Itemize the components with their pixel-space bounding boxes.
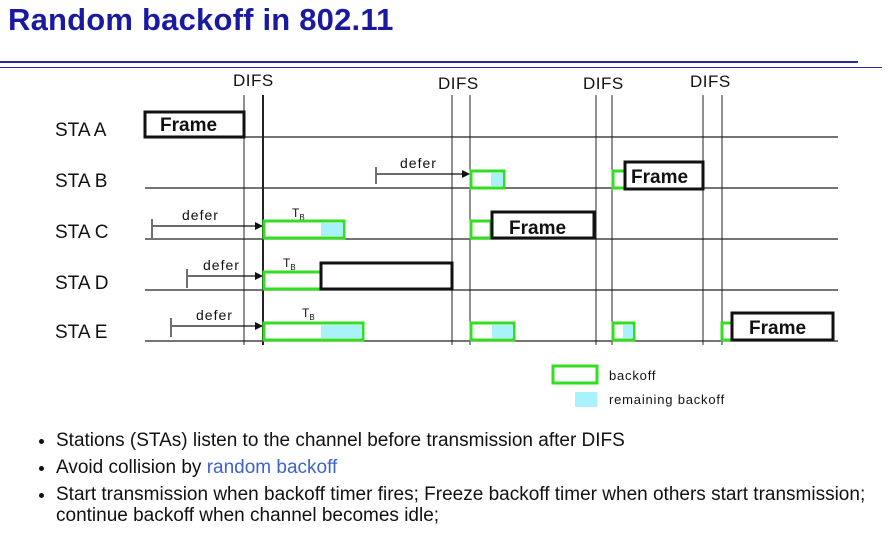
- difs-label-1: DIFS: [233, 71, 274, 90]
- legend-backoff-swatch: [551, 364, 599, 385]
- sta-b-remaining-1: [491, 173, 503, 186]
- sta-c-frame-label: Frame: [509, 218, 566, 239]
- station-label-a: STA A: [55, 120, 107, 141]
- legend-remaining-swatch: [575, 392, 597, 407]
- random-backoff-link[interactable]: random backoff: [206, 457, 338, 478]
- bullet-2-text: Avoid collision by: [56, 457, 207, 478]
- title-rule-thick: [0, 61, 858, 63]
- sta-e-frame-label: Frame: [749, 318, 806, 339]
- sta-b-frame-label: Frame: [631, 167, 688, 188]
- sta-d-backoff: [262, 270, 323, 291]
- bullet-list: Stations (STAs) listen to the channel be…: [38, 430, 891, 532]
- title-rule-thin: [0, 67, 882, 68]
- sta-e-remaining-2: [492, 325, 513, 338]
- bullet-2: Avoid collision by random backoff: [56, 457, 891, 478]
- sta-e-tb-label: TB: [302, 306, 315, 322]
- sta-d-tb-label: TB: [283, 256, 296, 272]
- sta-c-backoff-2: [469, 219, 493, 240]
- sta-c-frame: [490, 210, 596, 240]
- sta-e-defer-label: defer: [196, 307, 233, 323]
- station-label-b: STA B: [55, 171, 107, 192]
- station-label-c: STA C: [55, 222, 109, 243]
- sta-b-backoff-2: [611, 169, 627, 190]
- legend-remaining-label: remaining backoff: [609, 392, 725, 407]
- sta-b-frame: [623, 160, 705, 191]
- station-label-d: STA D: [55, 273, 109, 294]
- legend-backoff-label: backoff: [609, 368, 656, 383]
- station-label-e: STA E: [55, 322, 107, 343]
- sta-a-frame: [143, 110, 246, 139]
- bullet-1: Stations (STAs) listen to the channel be…: [56, 430, 891, 451]
- difs-label-4: DIFS: [690, 72, 731, 91]
- difs-label-2: DIFS: [438, 74, 479, 93]
- sta-b-defer-label: defer: [400, 155, 437, 171]
- bullet-3: Start transmission when backoff timer fi…: [56, 484, 891, 526]
- sta-c-tb-label: TB: [292, 206, 305, 222]
- sta-e-remaining-3: [623, 325, 633, 338]
- sta-d-frame-collision: [319, 261, 454, 291]
- slide-title: Random backoff in 802.11: [8, 2, 394, 37]
- sta-c-defer-label: defer: [182, 207, 219, 223]
- sta-a-frame-label: Frame: [160, 115, 217, 136]
- difs-label-3: DIFS: [583, 74, 624, 93]
- sta-e-remaining-1: [321, 325, 362, 338]
- sta-d-defer-label: defer: [203, 257, 240, 273]
- sta-e-frame: [730, 311, 835, 342]
- sta-c-remaining-1: [321, 223, 343, 236]
